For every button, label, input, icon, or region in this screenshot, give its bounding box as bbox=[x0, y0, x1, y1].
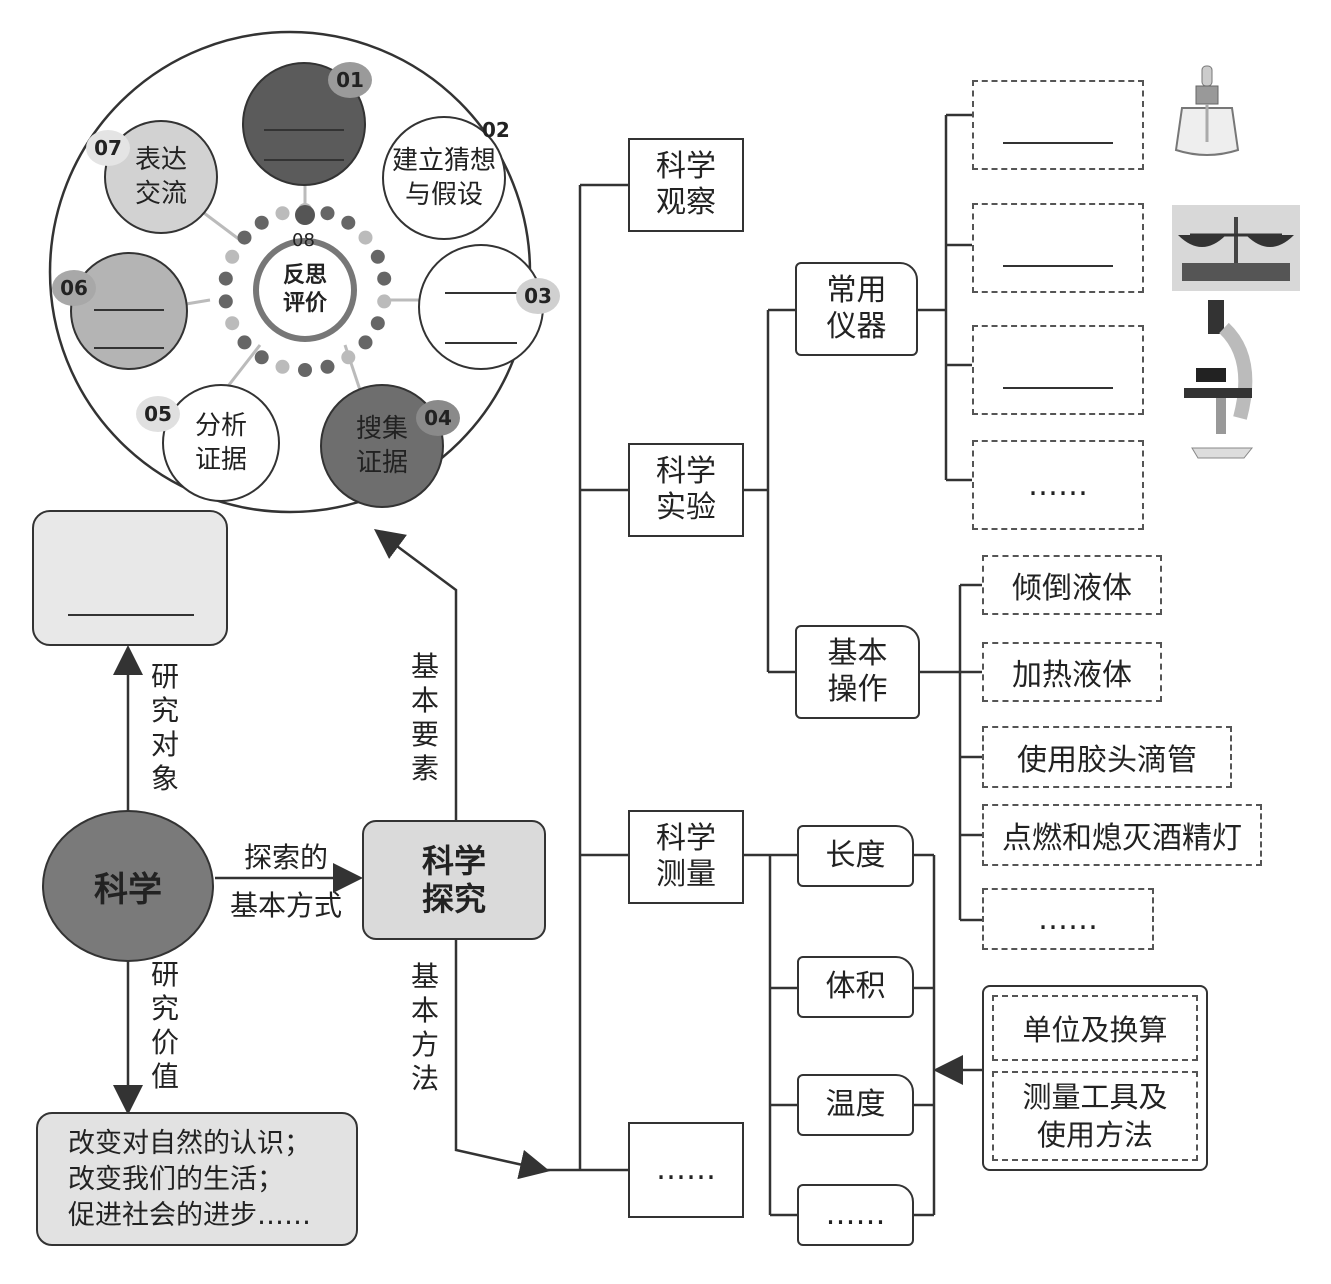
experiment-instruments: 常用仪器 bbox=[795, 262, 918, 356]
op-dropper: 使用胶头滴管 bbox=[982, 726, 1232, 788]
step-01-blank-lines bbox=[264, 87, 344, 161]
step-08-line2: 评价 bbox=[282, 291, 327, 316]
step-04-line2: 证据 bbox=[355, 448, 408, 478]
step-02-circle: 建立猜想 与假设 bbox=[382, 116, 506, 240]
ring-dot bbox=[358, 335, 373, 350]
step-04-circle: 搜集 证据 bbox=[320, 384, 444, 508]
step-06-blank-lines bbox=[94, 273, 164, 349]
step-05-line1: 分析 bbox=[194, 411, 247, 441]
microscope-icon bbox=[1178, 298, 1264, 462]
edge-label-methods: 基本方法 bbox=[410, 960, 439, 1095]
ring-dot bbox=[218, 294, 233, 309]
ring-dot bbox=[341, 215, 356, 230]
value-line-3: 促进社会的进步…… bbox=[68, 1200, 311, 1231]
method-observe: 科学观察 bbox=[628, 138, 744, 232]
method-measure: 科学测量 bbox=[628, 810, 744, 904]
research-value-box: 改变对自然的认识； 改变我们的生活； 促进社会的进步…… bbox=[36, 1112, 358, 1246]
measure-volume: 体积 bbox=[797, 956, 914, 1018]
method-experiment: 科学实验 bbox=[628, 443, 744, 537]
edge-label-way: 探索的 基本方式 bbox=[229, 841, 342, 922]
op-pour-liquid: 倾倒液体 bbox=[982, 555, 1162, 615]
ring-dot bbox=[377, 271, 392, 286]
ring-dot bbox=[370, 316, 385, 331]
step-07-line2: 交流 bbox=[134, 179, 187, 209]
ring-dot bbox=[225, 316, 240, 331]
step-05-circle: 分析 证据 bbox=[162, 384, 280, 502]
value-line-2: 改变我们的生活； bbox=[68, 1164, 284, 1195]
step-02-line1: 建立猜想 bbox=[391, 146, 496, 176]
step-02-number: 02 bbox=[482, 118, 510, 142]
ring-dot bbox=[377, 294, 392, 309]
inquiry-node: 科学探究 bbox=[362, 820, 546, 940]
science-label: 科学 bbox=[94, 869, 162, 910]
step-06-number: 06 bbox=[52, 270, 96, 306]
step-05-line2: 证据 bbox=[194, 445, 247, 475]
op-heat-liquid: 加热液体 bbox=[982, 642, 1162, 702]
ring-dot bbox=[237, 335, 252, 350]
ring-dot bbox=[275, 359, 290, 374]
measure-more: …… bbox=[797, 1184, 914, 1246]
step-08-center: 反思 评价 bbox=[253, 238, 357, 342]
step-05-number: 05 bbox=[136, 396, 180, 432]
ring-dot bbox=[298, 363, 312, 377]
measure-notes-group: 单位及换算 测量工具及使用方法 bbox=[982, 985, 1208, 1171]
note-unit-conversion: 单位及换算 bbox=[992, 995, 1198, 1061]
ring-dot bbox=[254, 215, 269, 230]
instrument-blank-3 bbox=[972, 325, 1144, 415]
edge-label-elements: 基本要素 bbox=[410, 650, 439, 785]
step-03-blank-lines bbox=[445, 270, 517, 344]
experiment-operations: 基本操作 bbox=[795, 625, 920, 719]
op-more: …… bbox=[982, 888, 1154, 950]
instrument-blank-2 bbox=[972, 203, 1144, 293]
op-alcohol-lamp: 点燃和熄灭酒精灯 bbox=[982, 804, 1262, 866]
ring-dot bbox=[320, 206, 335, 221]
ring-dot bbox=[237, 230, 252, 245]
step-07-number: 07 bbox=[86, 130, 130, 166]
measure-temperature: 温度 bbox=[797, 1074, 914, 1136]
ring-dot bbox=[358, 230, 373, 245]
step-08-line1: 反思 bbox=[282, 263, 327, 288]
ring-dot bbox=[254, 350, 269, 365]
ring-dot bbox=[341, 350, 356, 365]
step-08-number: 08 bbox=[292, 230, 315, 251]
instrument-more: …… bbox=[972, 440, 1144, 530]
alcohol-lamp-icon bbox=[1172, 62, 1242, 162]
ring-dot bbox=[275, 206, 290, 221]
step-03-number: 03 bbox=[516, 278, 560, 314]
value-line-1: 改变对自然的认识； bbox=[68, 1128, 311, 1159]
ring-dot bbox=[225, 249, 240, 264]
step-04-number: 04 bbox=[416, 400, 460, 436]
step-04-line1: 搜集 bbox=[355, 414, 408, 444]
note-tools-usage: 测量工具及使用方法 bbox=[992, 1071, 1198, 1161]
step-06-circle bbox=[70, 252, 188, 370]
edge-label-object: 研究对象 bbox=[150, 660, 179, 795]
edge-label-value: 研究价值 bbox=[150, 958, 179, 1093]
step-02-line2: 与假设 bbox=[404, 180, 483, 210]
step-01-number: 01 bbox=[328, 62, 372, 98]
instrument-blank-1 bbox=[972, 80, 1144, 170]
research-object-box bbox=[32, 510, 228, 646]
method-more: …… bbox=[628, 1122, 744, 1218]
science-node: 科学 bbox=[42, 810, 214, 962]
step-07-line1: 表达 bbox=[134, 145, 187, 175]
ring-dot bbox=[218, 271, 233, 286]
ring-dot bbox=[370, 249, 385, 264]
balance-scale-icon bbox=[1172, 205, 1300, 291]
measure-length: 长度 bbox=[797, 825, 914, 887]
ring-dot bbox=[320, 359, 335, 374]
